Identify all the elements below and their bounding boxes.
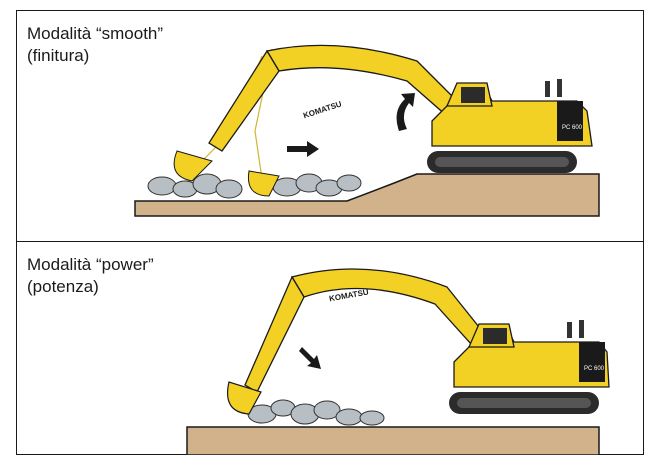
ground — [187, 427, 599, 455]
boom — [292, 269, 487, 345]
movement-arrow-icon — [287, 141, 319, 157]
arm — [209, 51, 279, 151]
power-mode-title: Modalità “power” — [27, 254, 154, 276]
model-label: PC 600 — [584, 366, 605, 372]
track — [427, 151, 577, 173]
movement-arrow-icon — [299, 347, 321, 369]
engine-cover — [579, 342, 605, 382]
cab-window — [461, 87, 485, 103]
panel-smooth-mode: KOMATSU PC 600 — [17, 11, 643, 241]
panel-power-mode: KOMATSU PC 600 — [17, 242, 643, 455]
smooth-mode-title: Modalità “smooth” — [27, 23, 163, 45]
power-mode-caption: Modalità “power” (potenza) — [27, 254, 154, 298]
exhaust-stacks — [567, 320, 584, 338]
boom — [267, 45, 462, 116]
exhaust-stacks — [545, 79, 562, 97]
engine-cover — [557, 101, 583, 141]
track — [449, 392, 599, 414]
boom-brand-label: KOMATSU — [302, 99, 343, 120]
power-mode-subtitle: (potenza) — [27, 276, 154, 298]
bucket-ghost-middle — [248, 171, 279, 196]
cab-window — [483, 328, 507, 344]
rotation-arrow-icon — [397, 93, 415, 131]
model-label: PC 600 — [562, 125, 583, 131]
smooth-mode-caption: Modalità “smooth” (finitura) — [27, 23, 163, 67]
diagram-frame: KOMATSU PC 600 — [16, 10, 644, 455]
arm — [245, 277, 304, 392]
rock-pile — [248, 400, 384, 425]
smooth-mode-subtitle: (finitura) — [27, 45, 163, 67]
